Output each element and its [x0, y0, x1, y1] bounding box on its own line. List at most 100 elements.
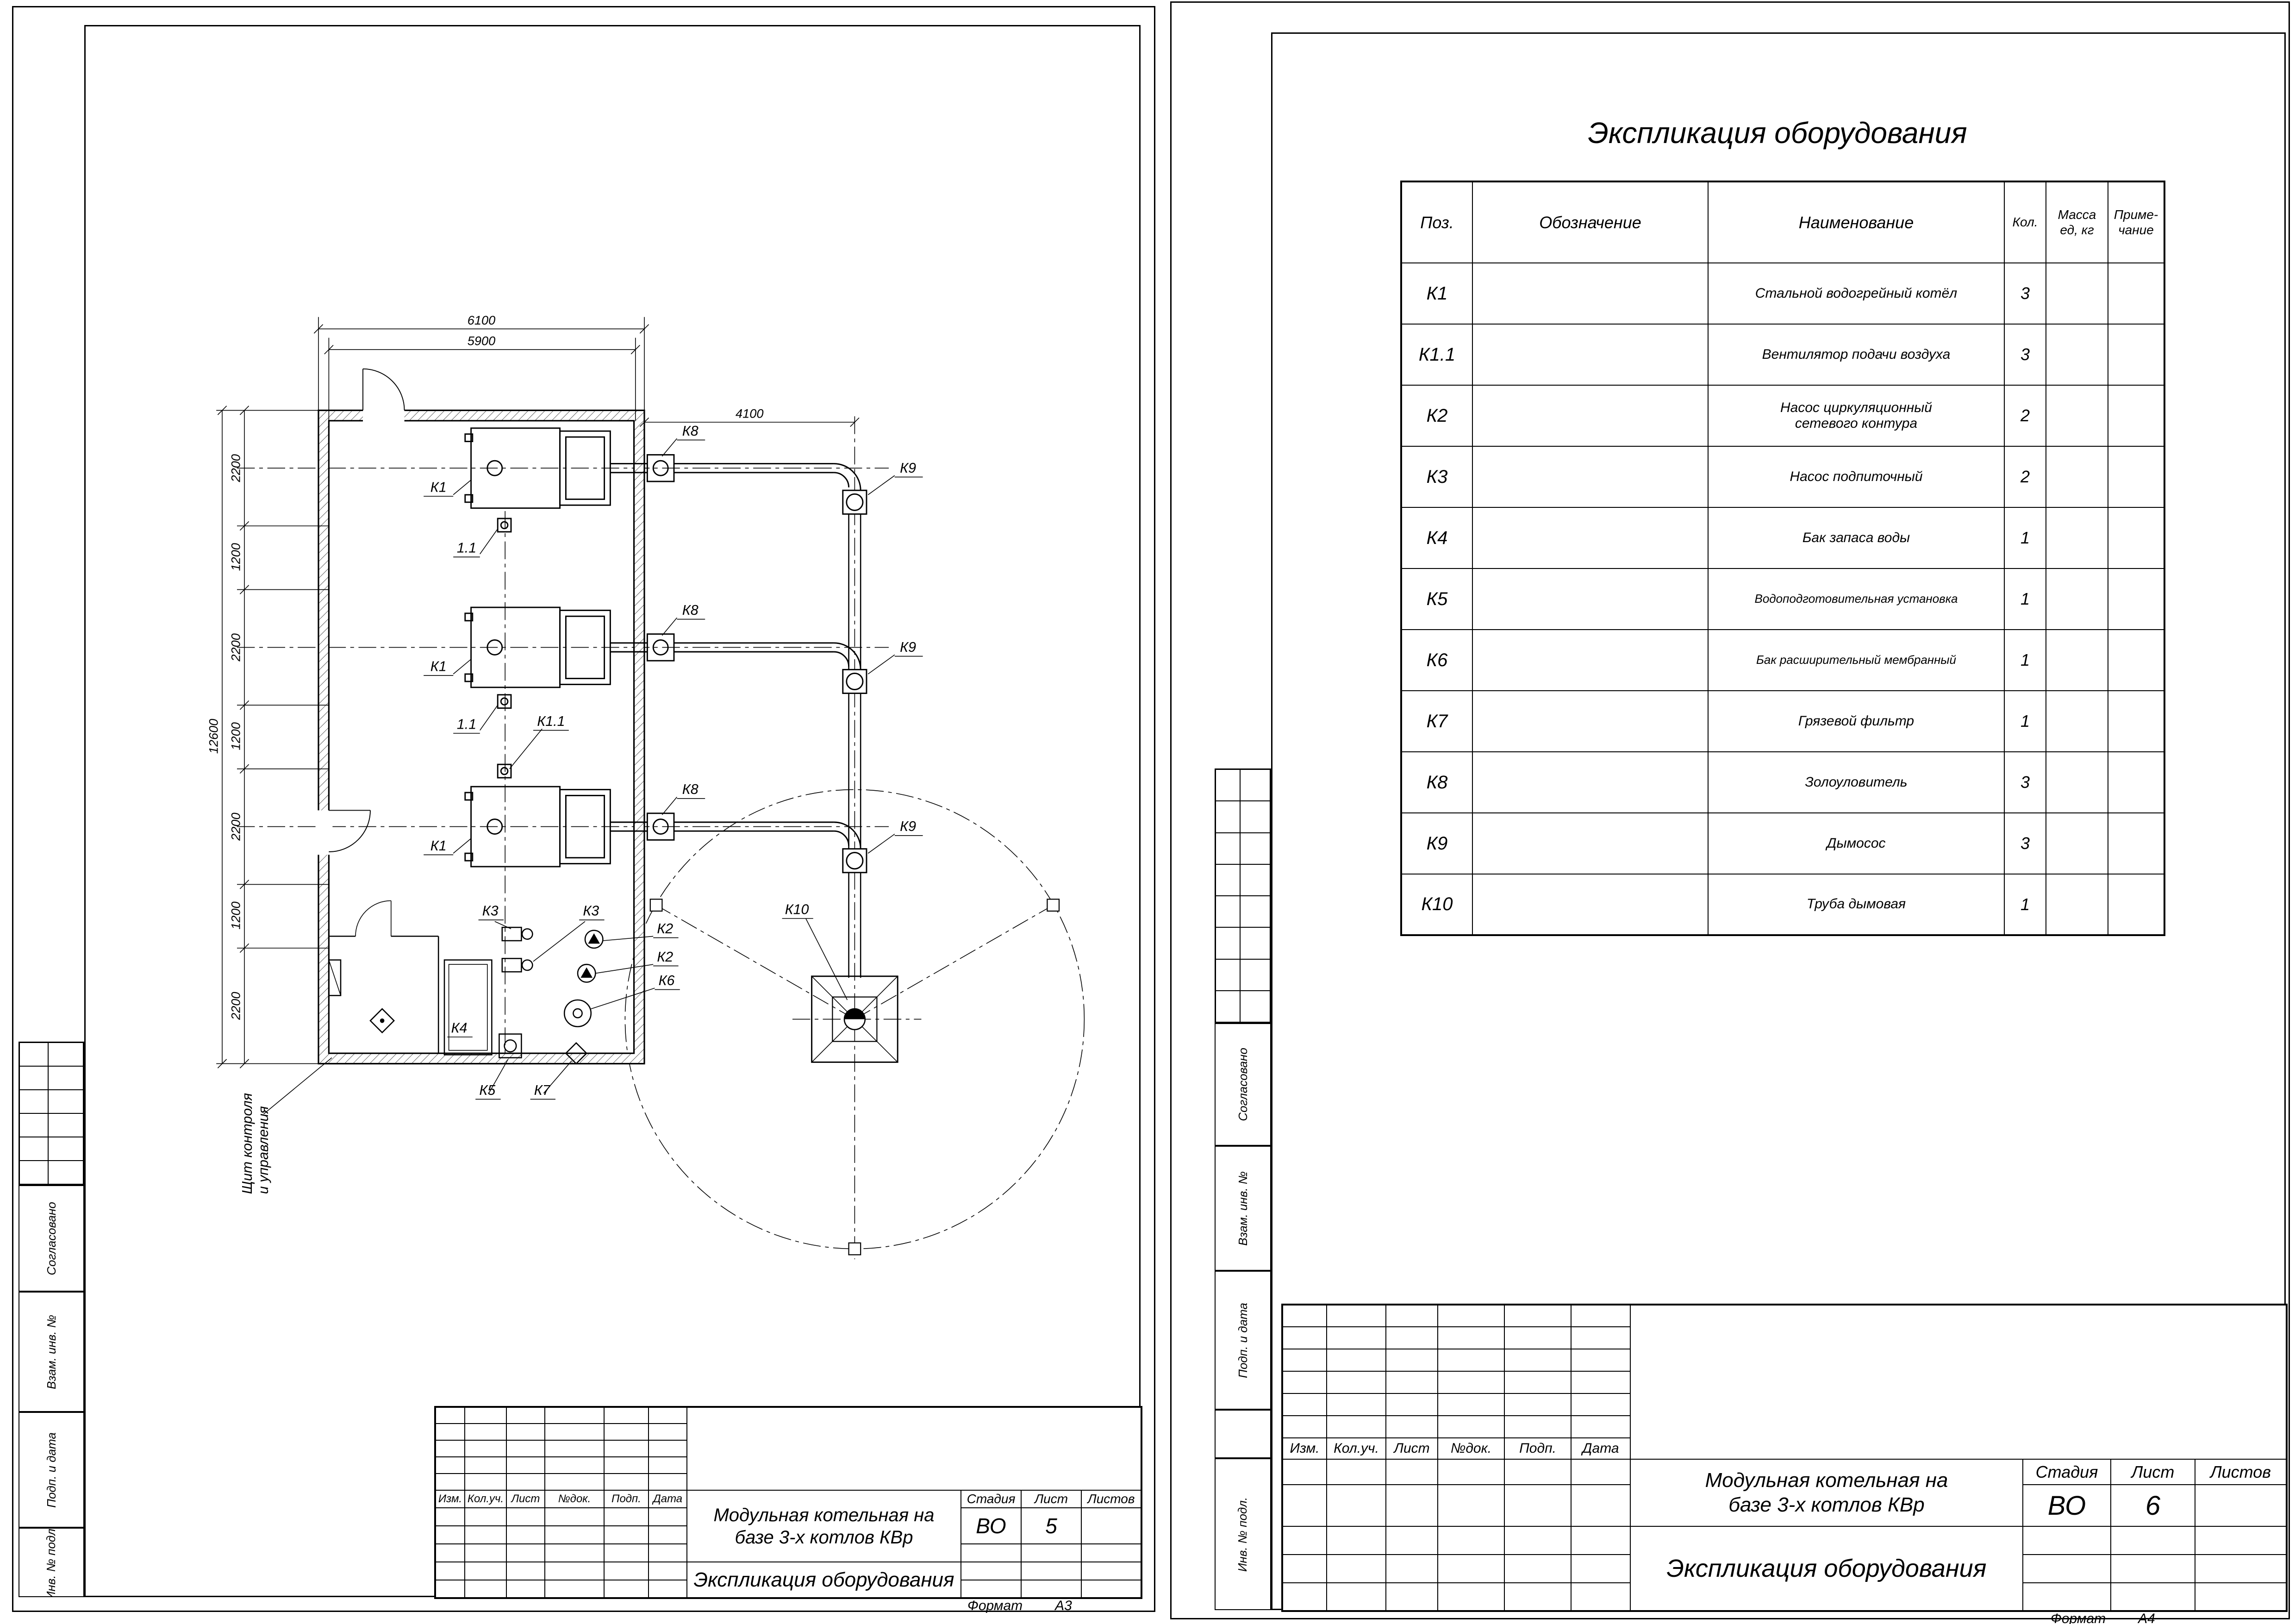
plan-label-k4: К4 [451, 1020, 468, 1036]
margin-label-inv-podl-a4: Инв. № подл. [1235, 1497, 1250, 1572]
plan-label-k11: К1.1 [537, 713, 565, 729]
sheet-number-a4: 6 [2110, 1484, 2195, 1527]
guy-anchor-right [1047, 899, 1060, 912]
stage-label-a4: Стадия [2022, 1459, 2111, 1485]
control-panel-label-2: и управления [256, 1106, 271, 1194]
boilers-and-flues [464, 427, 867, 874]
plan-label-k9-2: К9 [900, 639, 916, 655]
a3-title-block: Изм. Кол.уч. Лист №док. Подп. Дата Модул… [434, 1406, 1142, 1599]
plan-label-k8-1: К8 [682, 423, 698, 439]
col-pos: Поз. [1401, 181, 1473, 263]
rev-col-podp: Подп. [604, 1490, 649, 1508]
building-walls [316, 368, 645, 1065]
rev-col-kol-a4: Кол.уч. [1326, 1437, 1386, 1460]
plan-label-11-2: 1.1 [457, 716, 476, 732]
plan-label-11-1: 1.1 [457, 540, 476, 556]
spec-title: Экспликация оборудования [1588, 116, 1967, 150]
door-top [362, 368, 405, 411]
plan-label-k2-1: К2 [657, 921, 673, 937]
door-left [329, 810, 371, 852]
a4-title-block: Изм. Кол.уч. Лист №док. Подп. Дата Модул… [1281, 1304, 2288, 1612]
col-qty: Кол. [2004, 181, 2046, 263]
dimension-lines [216, 317, 860, 1068]
rev-col-doc: №док. [544, 1490, 605, 1508]
document-name-a4: Экспликация оборудования [1630, 1526, 2023, 1612]
guy-wire-circle [624, 789, 1085, 1249]
a4-margin-grid [1215, 768, 1271, 1023]
vestibule-partition [329, 936, 439, 1054]
margin-label-podp-data: Подп. и дата [44, 1432, 58, 1508]
main-flue-duct [848, 490, 861, 978]
col-designation: Обозначение [1472, 181, 1709, 263]
rev-col-kol: Кол.уч. [464, 1490, 507, 1508]
rev-col-podp-a4: Подп. [1504, 1437, 1572, 1460]
plan-label-k3-2: К3 [583, 903, 599, 919]
door-vestibule [355, 900, 392, 937]
a3-format-strip: Формат А3 [967, 1598, 1072, 1614]
a3-margin-inv-podl: Инв. № подл. [19, 1528, 84, 1597]
boiler-house-plan: 6100 5900 4100 2200 1200 2200 1200 2200 … [206, 313, 1085, 1259]
stage-label: Стадия [960, 1490, 1022, 1508]
document-name: Экспликация оборудования [686, 1562, 961, 1599]
plan-label-k9-3: К9 [900, 818, 916, 834]
margin-label-podp-data-a4: Подп. и дата [1235, 1302, 1250, 1378]
sheets-label-a4: Листов [2195, 1459, 2287, 1485]
stage-value-a4: ВО [2022, 1484, 2111, 1527]
plan-label-k3-1: К3 [482, 903, 499, 919]
dim-2200-3: 2200 [228, 812, 243, 841]
plan-label-k8-3: К8 [682, 781, 698, 797]
plan-label-k2-2: К2 [657, 949, 673, 965]
dim-5900: 5900 [468, 334, 495, 348]
a4-format-strip: Формат А4 [2051, 1611, 2155, 1624]
rev-col-data: Дата [648, 1490, 687, 1508]
plan-label-k10: К10 [785, 901, 809, 917]
a3-margin-soglasovano: Согласовано [19, 1185, 84, 1292]
designation-cell-a4 [1630, 1304, 2287, 1460]
a4-margin-inv-podl: Инв. № подл. [1215, 1458, 1271, 1610]
plan-label-k7: К7 [534, 1082, 551, 1098]
dim-6100: 6100 [468, 313, 495, 327]
margin-label-soglasovano-a4: Согласовано [1235, 1048, 1250, 1121]
spec-header-row: Поз. Обозначение Наименование Кол. Масса… [1401, 181, 2165, 263]
plan-label-k8-2: К8 [682, 602, 698, 618]
sheets-label: Листов [1081, 1490, 1142, 1508]
plan-label-k9-1: К9 [900, 460, 916, 476]
sheet-label: Лист [1021, 1490, 1082, 1508]
dim-2200-2: 2200 [228, 633, 243, 662]
designation-cell [686, 1406, 1142, 1491]
guy-anchor-left [649, 899, 663, 912]
dim-1200-1: 1200 [228, 543, 243, 571]
chimney [649, 899, 1060, 1255]
plan-label-k5: К5 [479, 1082, 495, 1098]
margin-label-soglasovano: Согласовано [44, 1201, 58, 1275]
a4-margin-podp-data: Подп. и дата [1215, 1271, 1271, 1410]
dim-1200-2: 1200 [228, 722, 243, 750]
a3-margin-podp-data: Подп. и дата [19, 1412, 84, 1528]
spec-table: Поз. Обозначение Наименование Кол. Масса… [1400, 181, 2165, 936]
plan-label-k1-1: К1 [430, 479, 447, 495]
label-leaders [263, 438, 923, 1115]
margin-label-inv-podl: Инв. № подл. [44, 1528, 58, 1597]
a4-margin-empty [1215, 1410, 1271, 1458]
floor-drain [369, 1008, 395, 1034]
dim-1200-3: 1200 [228, 901, 243, 929]
table-row: К2 Насос циркуляционный сетевого контура… [1401, 385, 2165, 447]
plan-label-k1-3: К1 [430, 838, 447, 854]
sheet-number: 5 [1021, 1507, 1082, 1544]
rev-col-izm-a4: Изм. [1282, 1437, 1327, 1460]
format-value-a4: А4 [2138, 1611, 2155, 1624]
sheet-label-a4: Лист [2110, 1459, 2195, 1485]
rev-col-izm: Изм. [435, 1490, 465, 1508]
stage-value: ВО [960, 1507, 1022, 1544]
a3-margin-grid [19, 1042, 84, 1185]
control-panel-label-1: Щит контроля [239, 1093, 255, 1194]
